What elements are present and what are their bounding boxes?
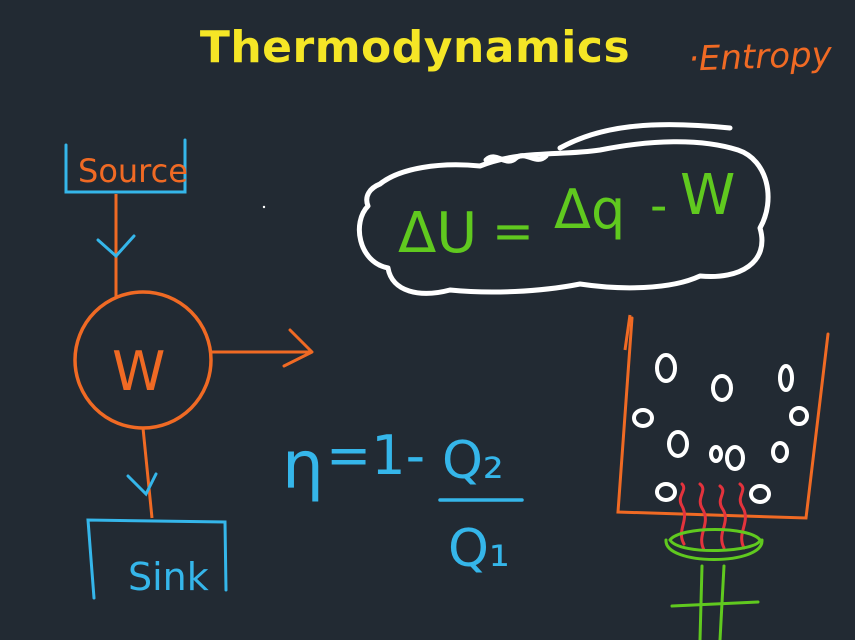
source-box <box>64 138 187 194</box>
engine-to-sink-line <box>141 427 154 519</box>
page-title: Thermodynamics <box>199 22 631 73</box>
molecule <box>725 445 745 471</box>
work-output-arrow <box>210 328 314 368</box>
first-law-equals: = <box>492 202 534 260</box>
flame <box>738 482 747 550</box>
molecule <box>667 430 689 458</box>
first-law-minus: - <box>650 178 667 234</box>
molecule <box>749 484 771 504</box>
molecule <box>655 353 677 383</box>
efficiency-formula: η =1- Q₂ Q₁ <box>282 424 524 579</box>
down-arrow-bottom <box>126 472 158 497</box>
stray-dot <box>262 205 266 209</box>
first-law-callout: ΔU = Δq - W <box>356 122 771 296</box>
container-walls <box>616 316 830 520</box>
molecule <box>655 482 677 502</box>
first-law-delta-q: Δq <box>554 178 625 241</box>
molecule <box>632 408 654 428</box>
entropy-label: ·Entropy <box>687 34 833 79</box>
sink-box <box>86 518 228 600</box>
burner-crossbar <box>670 600 760 608</box>
boiling-container-illustration <box>616 314 830 640</box>
molecule <box>711 374 733 402</box>
burner-top <box>668 528 762 553</box>
gas-molecules <box>632 353 809 504</box>
burner-stand <box>664 528 764 640</box>
molecule <box>778 364 794 392</box>
sink-label: Sink <box>128 555 209 599</box>
efficiency-eta: η <box>282 427 324 504</box>
heat-engine-diagram: Source W Sink <box>64 138 314 600</box>
source-label: Source <box>78 152 188 190</box>
first-law-work: W <box>680 163 735 228</box>
flame <box>698 482 707 552</box>
cloud-outline <box>356 139 771 296</box>
efficiency-numerator: Q₂ <box>442 431 504 491</box>
container-rim <box>623 314 632 351</box>
entropy-note: ·Entropy <box>687 34 833 79</box>
molecule <box>789 406 809 426</box>
molecule <box>709 445 723 463</box>
cloud-squiggle <box>483 122 733 164</box>
burner-bowl <box>664 538 764 561</box>
efficiency-denominator: Q₁ <box>448 519 510 579</box>
first-law-delta-u: ΔU <box>398 201 477 266</box>
molecule <box>771 441 789 463</box>
flame <box>718 484 727 550</box>
efficiency-lhs: =1- <box>326 424 425 487</box>
engine-work-label: W <box>112 340 165 403</box>
down-arrow-top <box>96 234 136 259</box>
